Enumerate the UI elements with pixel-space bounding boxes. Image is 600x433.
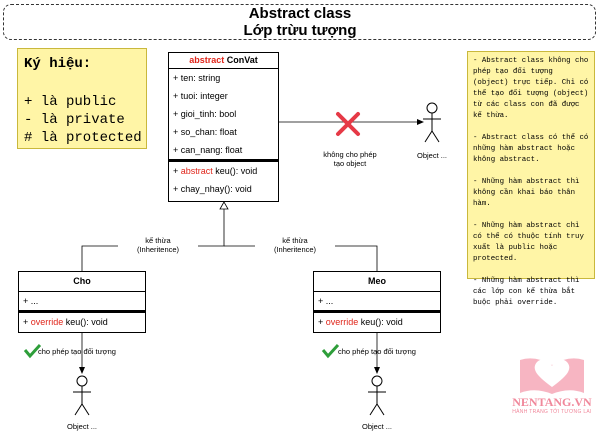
attribute-row: + ... xyxy=(23,296,39,306)
abstract-keyword: abstract xyxy=(189,55,225,65)
logo-name: NENTANG.VN xyxy=(512,395,592,409)
rule-item: - Những hàm abstract thì không cần khai … xyxy=(473,178,580,208)
header-box xyxy=(3,4,596,40)
cross-icon xyxy=(336,112,360,136)
legend-item-public: + là public xyxy=(24,94,117,110)
legend-item-private: - là private xyxy=(24,112,125,128)
actor-label-top: Object ... xyxy=(416,151,447,160)
actor-icon-left xyxy=(73,375,91,416)
method-row-keu: + abstract keu(): void xyxy=(173,166,258,176)
logo-icon xyxy=(520,358,584,394)
actor-label-left: Object ... xyxy=(66,422,97,431)
legend-note: Ký hiệu: + là public - là private # là p… xyxy=(17,48,147,149)
class-cho-name: Cho xyxy=(19,272,145,292)
method-row-keu: + override keu(): void xyxy=(318,317,403,327)
diagram-title: Abstract class xyxy=(248,5,352,22)
class-cho: Cho + ... + override keu(): void xyxy=(18,271,146,333)
allow-label-right: cho phép tạo đối tượng xyxy=(338,347,416,356)
actor-label-right: Object ... xyxy=(361,422,392,431)
class-meo-name: Meo xyxy=(314,272,440,292)
inherit-arrowhead xyxy=(219,201,229,210)
inherit-label-right: kế thừa(Inheritence) xyxy=(255,236,335,254)
class-meo: Meo + ... + override keu(): void xyxy=(313,271,441,333)
attribute-row: + tuoi: integer xyxy=(173,91,228,101)
method-row-keu: + override keu(): void xyxy=(23,317,108,327)
check-icon-right xyxy=(321,343,340,359)
diagram-subtitle: Lớp trừu tượng xyxy=(243,22,357,39)
forbidden-arrowhead xyxy=(417,119,424,125)
class-divider xyxy=(19,310,145,313)
attribute-row: + can_nang: float xyxy=(173,145,243,155)
class-divider xyxy=(314,310,440,313)
allow-label-left: cho phép tạo đối tượng xyxy=(38,347,116,356)
actor-icon-top xyxy=(423,102,441,143)
legend-item-protected: # là protected xyxy=(24,130,142,146)
check-icon-left xyxy=(23,343,42,359)
attribute-row: + ten: string xyxy=(173,73,221,83)
rule-item: - Những hàm abstract chỉ có thể có thuộc… xyxy=(473,222,584,263)
class-convat-name: ConVat xyxy=(224,55,258,65)
rules-note: - Abstract class không cho phép tạo đối … xyxy=(467,51,595,307)
legend-title: Ký hiệu: xyxy=(24,56,92,72)
attribute-row: + so_chan: float xyxy=(173,127,237,137)
logo-tagline: HÀNH TRANG TỚI TƯƠNG LAI xyxy=(512,409,592,415)
class-convat: abstract ConVat + ten: string + tuoi: in… xyxy=(168,52,279,202)
method-row-chay-nhay: + chay_nhay(): void xyxy=(173,184,252,194)
inherit-label-left: kế thừa(Inheritence) xyxy=(118,236,198,254)
rule-item: - Abstract class có thể có những hàm abs… xyxy=(473,134,589,164)
rule-item: - Abstract class không cho phép tạo đối … xyxy=(473,57,589,120)
actor-icon-right xyxy=(368,375,386,416)
rule-item: - Những hàm abstract thì các lớp con kế … xyxy=(473,277,580,307)
class-convat-header: abstract ConVat xyxy=(169,53,278,69)
class-divider xyxy=(169,159,278,162)
attribute-row: + ... xyxy=(318,296,334,306)
attribute-row: + gioi_tinh: bool xyxy=(173,109,237,119)
